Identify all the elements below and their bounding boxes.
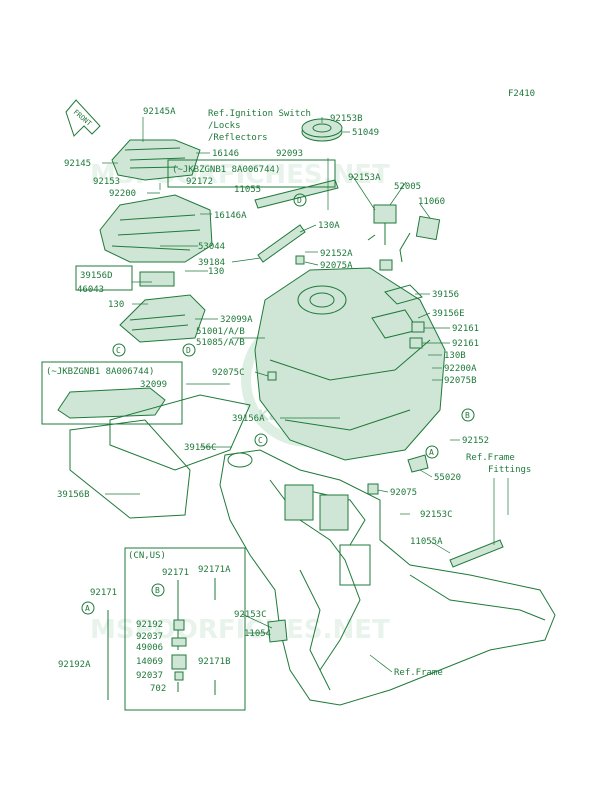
label-92075c: 92075C [212,368,245,378]
label-92145: 92145 [64,159,91,169]
part-group-box [75,265,133,291]
label-92171a: 92171A [198,565,231,575]
plate-55020-part [407,454,429,473]
label-92075a: 92075A [320,261,353,271]
label-39156a: 39156A [232,414,265,424]
label-39156c: 39156C [184,443,217,453]
label-51049: 51049 [352,128,379,138]
note-ref-frame-fittings-2: Fittings [488,465,531,475]
note-ref-frame: Ref.Frame [394,668,443,678]
note-jkb-2: (~JKBZGNB1 8A006744) [172,165,280,175]
label-53044: 53044 [198,242,225,252]
label-92145a: 92145A [143,107,176,117]
strip-39184-part [257,224,306,263]
label-702: 702 [150,684,166,694]
label-92153c-right: 92153C [420,510,453,520]
callout-d-2: D [186,346,191,355]
callout-a-2: A [85,604,90,613]
callout-c-2: C [258,436,263,445]
bracket-11054-part [267,619,288,643]
label-92171-left: 92171 [90,588,117,598]
figure-code: F2410 [508,89,535,99]
label-92037-a: 92037 [136,632,163,642]
callout-b-2: B [155,586,160,595]
label-16146a: 16146A [214,211,247,221]
battery-case-part [119,271,206,343]
label-130a-upper: 130A [318,221,340,231]
label-130-top: 130 [208,267,224,277]
cn-us-box [124,547,246,711]
label-55020: 55020 [434,473,461,483]
label-51001: 51001/A/B [196,327,245,337]
callout-a-1: A [429,448,434,457]
label-11060: 11060 [418,197,445,207]
callout-d-1: D [297,196,302,205]
label-51085: 51085/A/B [196,338,245,348]
label-49006: 49006 [136,643,163,653]
label-92171-box: 92171 [162,568,189,578]
label-92200: 92200 [109,189,136,199]
label-11055a: 11055A [410,537,443,547]
note-ignition-1: Ref.Ignition Switch [208,109,311,119]
label-46043: 46043 [77,285,104,295]
label-39156b: 39156B [57,490,90,500]
part-labels: 92145A Ref.Ignition Switch /Locks /Refle… [46,107,531,694]
note-cn-us: (CN,US) [128,551,166,561]
label-92152a: 92152A [320,249,353,259]
label-92192a: 92192A [58,660,91,670]
label-92075b: 92075B [444,376,477,386]
label-14069: 14069 [136,657,163,667]
tank-cover-part [99,194,213,263]
tray-part [57,387,166,419]
pads-part [371,284,425,349]
note-ignition-3: /Reflectors [208,133,268,143]
breather-parts [107,578,216,700]
label-16146: 16146 [212,149,239,159]
callouts: D D C C B A B A [81,193,475,615]
label-92093: 92093 [276,149,303,159]
label-92153b: 92153B [330,114,363,124]
seat-cover-part [111,139,201,181]
label-11055: 11055 [234,185,261,195]
label-92171b: 92171B [198,657,231,667]
label-92161-b: 92161 [452,339,479,349]
note-ignition-2: /Locks [208,121,241,131]
label-92153: 92153 [93,177,120,187]
front-arrow-icon: FRONT [65,99,101,137]
label-92037-b: 92037 [136,671,163,681]
label-130b: 130B [444,351,466,361]
callout-b-1: B [465,411,470,420]
label-52005: 52005 [394,182,421,192]
label-92172: 92172 [186,177,213,187]
mat-39156b-part [69,419,191,519]
fuel-tank-part [254,267,446,461]
bracket-11055a-part [449,539,504,568]
note-ref-frame-fittings-1: Ref.Frame [466,453,515,463]
note-jkb-1: (~JKBZGNB1 8A006744) [46,367,154,377]
label-92153c-left: 92153C [234,610,267,620]
label-32099a: 32099A [220,315,253,325]
label-92192: 92192 [136,620,163,630]
fuel-pump-part [367,204,441,271]
callout-c-1: C [116,346,121,355]
label-92075: 92075 [390,488,417,498]
leader-lines [102,117,509,673]
frame-part [219,449,556,706]
label-32099: 32099 [140,380,167,390]
label-39156: 39156 [432,290,459,300]
label-39156e: 39156E [432,309,465,319]
label-39156d: 39156D [80,271,113,281]
label-92152: 92152 [462,436,489,446]
label-39184: 39184 [198,258,225,268]
label-130-left: 130 [108,300,124,310]
label-92161-a: 92161 [452,324,479,334]
label-92200a: 92200A [444,364,477,374]
jkb-note-box-2 [167,159,336,188]
mat-39156c-part [109,394,251,471]
label-11054: 11054 [244,629,271,639]
label-92153a: 92153A [348,173,381,183]
